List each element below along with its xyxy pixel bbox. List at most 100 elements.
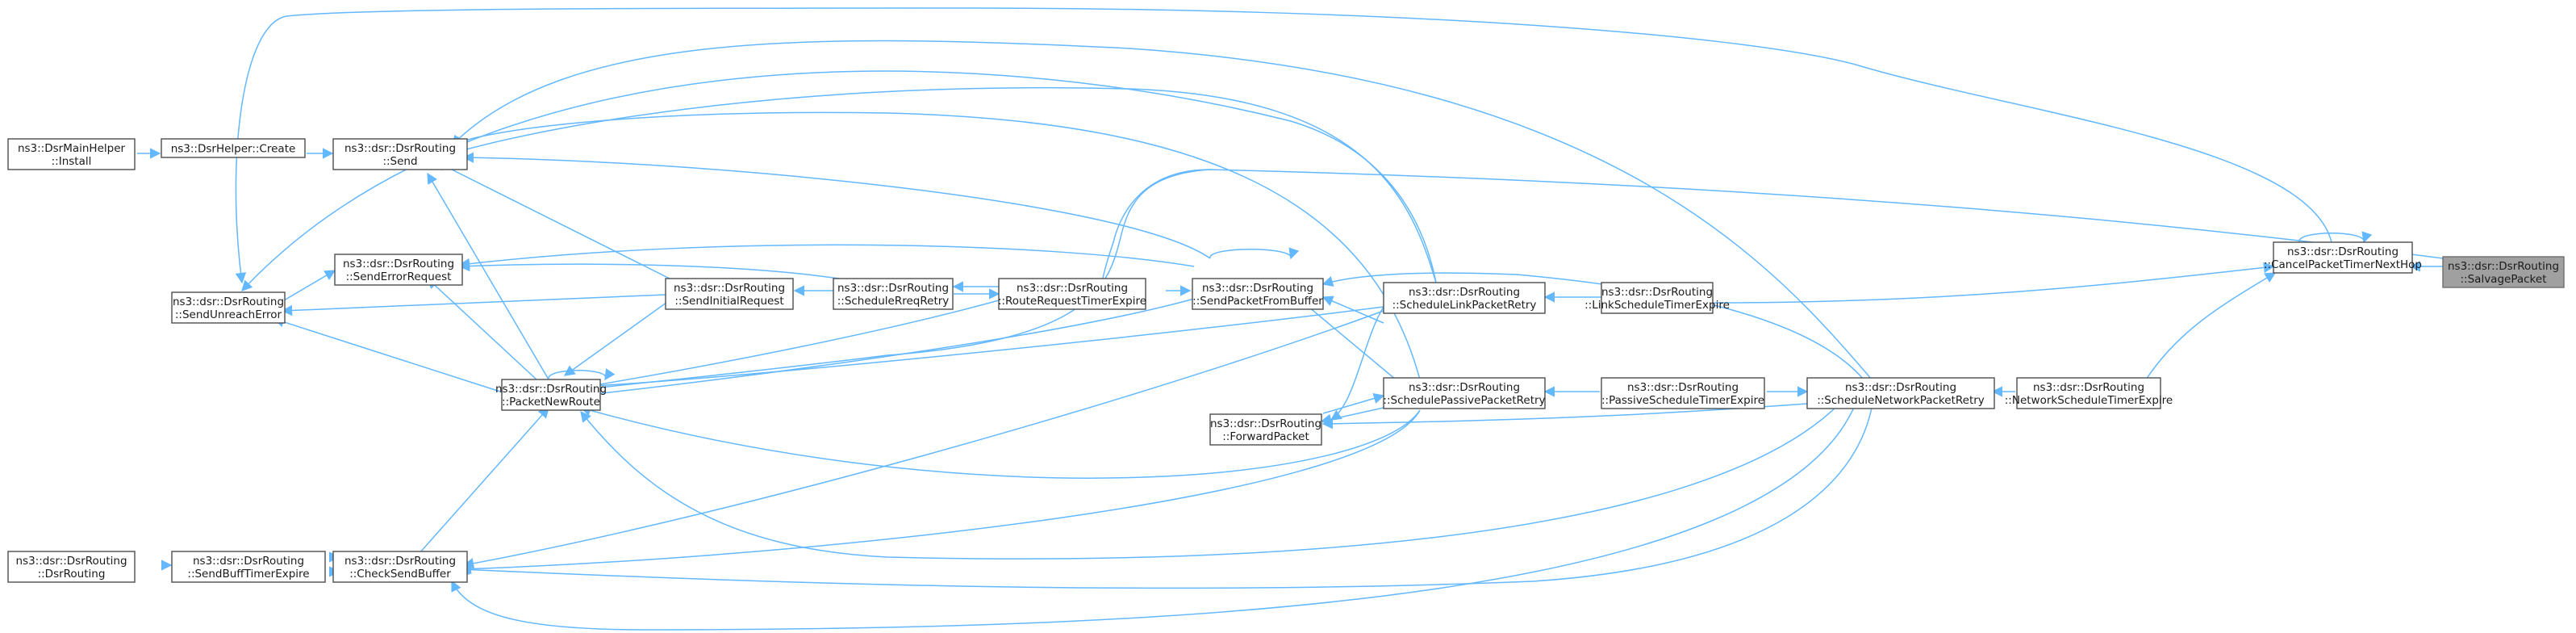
edge-cancel-linktimer [1714,262,2275,304]
node-box[interactable] [171,551,326,583]
node-send[interactable]: ns3::dsr::DsrRouting::Send [332,138,468,170]
edge-schednet-checkbuf [451,403,1856,631]
node-schedNet[interactable]: ns3::dsr::DsrRouting::ScheduleNetworkPac… [1806,377,1995,409]
node-box[interactable] [665,278,794,310]
node-label: ::Send [382,155,417,168]
node-label: ns3::dsr::DsrRouting [2287,245,2399,258]
edge-schedpass-forward [1320,407,1384,425]
node-cancel[interactable]: ns3::dsr::DsrRouting::CancelPacketTimerN… [2264,241,2422,274]
node-label: ::SendUnreachError [175,308,282,321]
node-sendInit[interactable]: ns3::dsr::DsrRouting::SendInitialRequest [665,278,794,310]
node-label: ns3::dsr::DsrRouting [343,258,454,270]
node-sendBuf[interactable]: ns3::dsr::DsrRouting::SendPacketFromBuff… [1192,278,1324,310]
node-label: ns3::dsr::DsrRouting [495,383,607,396]
edge-cancel-nettimer [2145,272,2277,380]
node-schedLink[interactable]: ns3::dsr::DsrRouting::ScheduleLinkPacket… [1383,282,1546,314]
node-label: ::ForwardPacket [1222,430,1309,443]
node-label: ::SalvagePacket [2461,273,2547,286]
node-label: ns3::dsr::DsrRouting [1601,286,1713,299]
node-box[interactable] [1192,278,1324,310]
node-label: ::CancelPacketTimerNextHop [2264,258,2422,271]
node-checkBuf[interactable]: ns3::dsr::DsrRouting::CheckSendBuffer [332,551,468,583]
node-box[interactable] [1383,377,1546,409]
node-box[interactable] [2442,256,2565,288]
edge-rreqtimer-newroute [579,300,1000,392]
node-schedPass[interactable]: ns3::dsr::DsrRouting::SchedulePassivePac… [1383,377,1546,409]
node-box[interactable] [161,138,306,158]
node-box[interactable] [998,278,1146,310]
node-box[interactable] [2273,241,2413,274]
node-unreach[interactable]: ns3::dsr::DsrRouting::SendUnreachError [171,291,286,324]
node-label: ::ScheduleRreqRetry [837,295,950,308]
node-label: ::LinkScheduleTimerExpire [1584,299,1730,312]
node-buffTimer[interactable]: ns3::dsr::DsrRouting::SendBuffTimerExpir… [171,551,326,583]
edge-schedpass-sendbuf [1297,298,1397,380]
node-label: ::SendPacketFromBuffer [1192,295,1323,308]
edge-schedpass-checkbuf [460,409,1421,575]
edge-sendinit-newroute [563,300,670,376]
edge-sendbuf-self [1209,247,1300,260]
edge-checkbuf-newroute [419,406,549,554]
edge-schedlink-newroute [563,306,1384,393]
node-box[interactable] [7,138,136,170]
edge-schedrreq-senderr [458,260,840,279]
node-ctor[interactable]: ns3::dsr::DsrRouting::DsrRouting [7,551,136,583]
node-box[interactable] [2016,377,2161,409]
node-sendErr[interactable]: ns3::dsr::DsrRouting::SendErrorRequest [334,254,463,286]
node-box[interactable] [1383,282,1546,314]
node-box[interactable] [1806,377,1995,409]
node-label: ::ScheduleNetworkPacketRetry [1817,394,1985,407]
node-box[interactable] [171,291,286,324]
node-label: ns3::dsr::DsrRouting [1017,282,1128,295]
node-box[interactable] [833,278,954,310]
node-label: ns3::dsr::DsrRouting [1210,417,1321,430]
node-netTimer[interactable]: ns3::dsr::DsrRouting::NetworkScheduleTim… [2005,377,2173,409]
node-box[interactable] [1601,377,1765,409]
edge-schednet-newroute [580,403,1840,560]
node-label: ns3::dsr::DsrRouting [1202,282,1313,295]
edge-newroute-self [548,368,616,381]
edge-cancel-self [2298,231,2373,244]
node-rreqTimer[interactable]: ns3::dsr::DsrRouting::RouteRequestTimerE… [998,278,1146,310]
node-box[interactable] [332,551,468,583]
node-label: ns3::dsr::DsrRouting [1409,381,1520,394]
node-box[interactable] [1209,413,1322,446]
edge-sendbuf-send [462,152,1211,259]
node-salvage[interactable]: ns3::dsr::DsrRouting::SalvagePacket [2442,256,2565,288]
node-label: ns3::dsr::DsrRouting [1845,381,1956,394]
node-box[interactable] [334,254,463,286]
node-label: ns3::DsrHelper::Create [171,143,296,156]
node-label: ns3::dsr::DsrRouting [1409,286,1520,299]
node-create[interactable]: ns3::DsrHelper::Create [161,138,306,158]
node-linkTimer[interactable]: ns3::dsr::DsrRouting::LinkScheduleTimerE… [1584,282,1730,314]
node-label: ns3::DsrMainHelper [18,142,126,155]
edge-newroute-senderr [427,278,537,380]
edge-senderr-unreach [283,270,336,301]
node-label: ns3::dsr::DsrRouting [1627,381,1739,394]
edge-schedlink-forward [1330,306,1384,421]
node-newRoute[interactable]: ns3::dsr::DsrRouting::PacketNewRoute [495,379,607,411]
edge-schednet-send [451,40,1873,380]
edge-schedpass-newroute [579,405,1421,479]
node-label: ::SendInitialRequest [674,295,783,308]
node-label: ::CheckSendBuffer [349,568,451,581]
node-box[interactable] [1601,282,1714,314]
node-label: ::ScheduleLinkPacketRetry [1392,299,1537,312]
node-label: ns3::dsr::DsrRouting [173,296,284,308]
node-label: ::RouteRequestTimerExpire [998,295,1146,308]
edge-sendbuf-senderr [458,244,1195,270]
node-schedRreq[interactable]: ns3::dsr::DsrRouting::ScheduleRreqRetry [833,278,954,310]
node-box[interactable] [332,138,468,170]
node-label: ns3::dsr::DsrRouting [193,555,304,568]
edge-schedpass-send [450,111,1421,380]
node-passTimer[interactable]: ns3::dsr::DsrRouting::PassiveScheduleTim… [1601,377,1765,409]
edge-forward-schedpass [1322,392,1385,414]
edge-sendinit-unreach [281,294,666,316]
node-forward[interactable]: ns3::dsr::DsrRouting::ForwardPacket [1209,413,1322,446]
node-install[interactable]: ns3::DsrMainHelper::Install [7,138,136,170]
edge-newroute-unreach [273,316,501,392]
node-box[interactable] [501,379,601,411]
edge-sendbuf-newroute [579,298,1195,400]
node-box[interactable] [7,551,136,583]
node-label: ns3::dsr::DsrRouting [2033,381,2144,394]
